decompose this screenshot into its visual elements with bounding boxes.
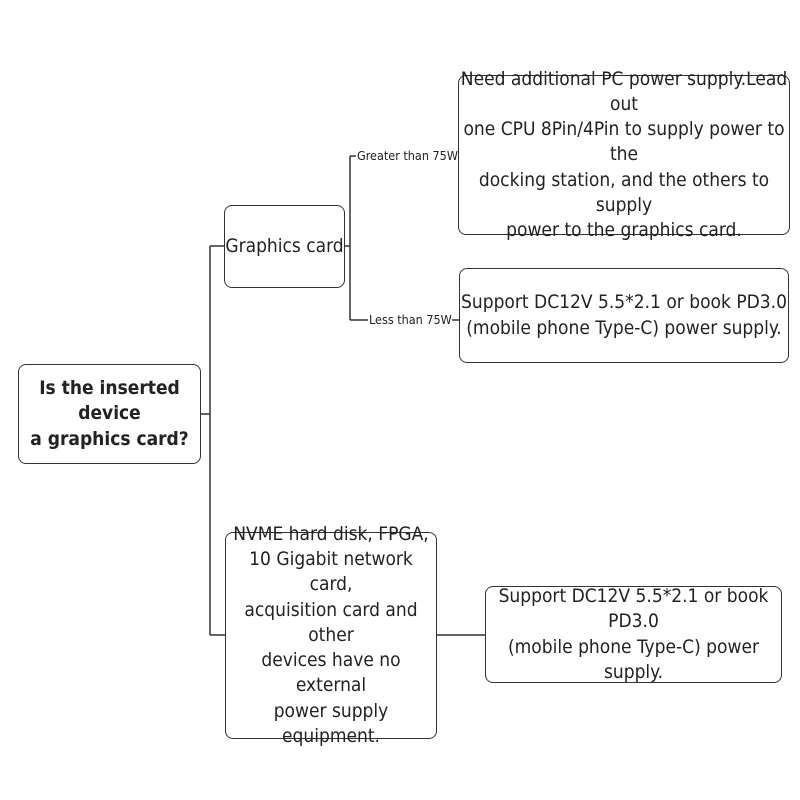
result-less-line-1: Support DC12V 5.5*2.1 or book PD3.0 [461,291,787,314]
other-devices-line-5: power supply equipment. [273,699,389,747]
root-question-line-2: a graphics card? [30,427,189,450]
result-other-line-1: Support DC12V 5.5*2.1 or book PD3.0 [498,585,769,633]
edge-label-greater-than-75w: Greater than 75W [357,148,458,163]
result-other-line-2: (mobile phone Type-C) power supply. [507,635,760,683]
edge-label-less-than-75w: Less than 75W [369,312,452,327]
result-greater-line-4: power to the graphics card. [506,218,742,241]
other-devices-line-3: acquisition card and other [244,598,418,646]
other-devices-line-1: NVME hard disk, FPGA, [233,522,429,545]
result-node-other-devices: Support DC12V 5.5*2.1 or book PD3.0 (mob… [485,585,782,683]
graphics-card-node: Graphics card [224,205,345,288]
result-node-less-than-75w: Support DC12V 5.5*2.1 or book PD3.0 (mob… [459,268,789,363]
root-question-node: Is the inserted device a graphics card? [18,364,201,464]
other-devices-line-2: 10 Gigabit network card, [249,548,413,596]
result-less-line-2: (mobile phone Type-C) power supply. [466,316,782,339]
root-question-line-1: Is the inserted device [39,377,180,425]
other-devices-line-4: devices have no external [261,649,401,697]
result-greater-line-1: Need additional PC power supply.Lead out [460,68,788,116]
graphics-card-label: Graphics card [225,234,344,257]
result-greater-line-3: docking station, and the others to suppl… [478,168,770,216]
result-greater-line-2: one CPU 8Pin/4Pin to supply power to the [463,118,785,166]
other-devices-node: NVME hard disk, FPGA, 10 Gigabit network… [225,523,437,747]
result-node-greater-than-75w: Need additional PC power supply.Lead out… [458,68,790,241]
